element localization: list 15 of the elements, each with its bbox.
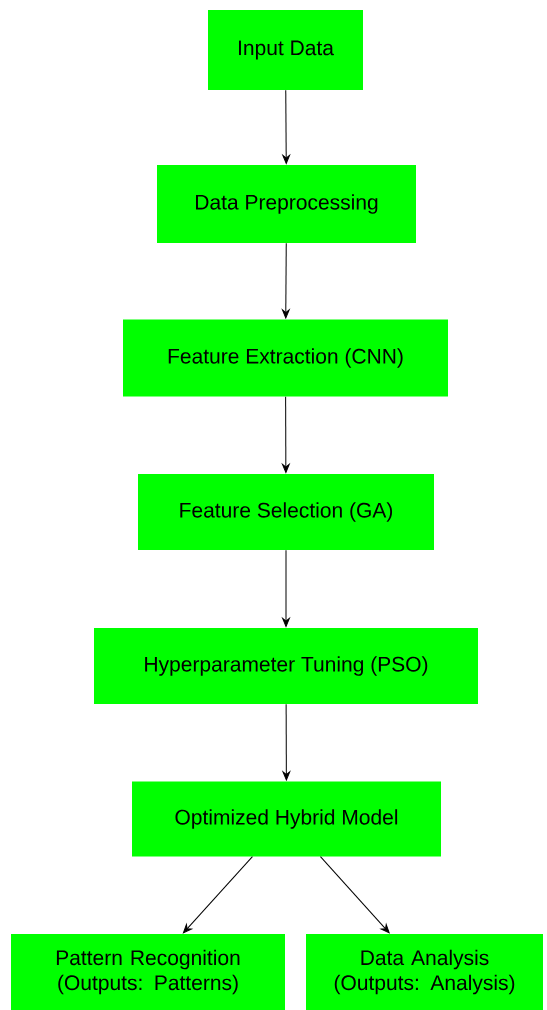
- arrow: [282, 703, 291, 781]
- arrow: [281, 242, 290, 319]
- arrow: [182, 856, 253, 934]
- process-box: Data Analysis (Outputs: Analysis): [306, 934, 543, 1010]
- arrow: [319, 856, 390, 934]
- process-box: Input Data: [208, 10, 363, 90]
- process-box: Optimized Hybrid Model: [132, 781, 441, 857]
- process-box: Feature Selection (GA): [138, 474, 434, 550]
- arrow: [282, 549, 290, 627]
- arrow: [282, 89, 291, 164]
- arrow: [282, 396, 290, 473]
- process-box: Feature Extraction (CNN): [123, 319, 448, 397]
- process-box: Hyperparameter Tuning (PSO): [94, 628, 478, 704]
- process-box: Data Preprocessing: [157, 165, 416, 243]
- process-box: Pattern Recognition (Outputs: Patterns): [11, 934, 285, 1010]
